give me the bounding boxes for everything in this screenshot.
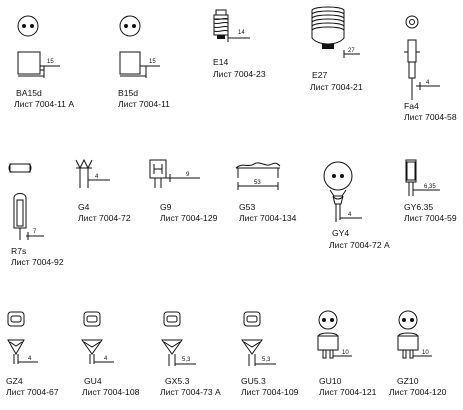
gu10-dim: 10 (342, 350, 349, 356)
e14-dim: 14 (238, 30, 245, 36)
b15d-dim: 15 (149, 59, 156, 65)
ba15d-drawing: 15 (17, 15, 60, 78)
r7s-dim: 7 (33, 229, 37, 235)
g4-drawing: 4 (75, 158, 110, 188)
e14-name: E14 (213, 57, 229, 67)
fa4-name: Fa4 (404, 101, 419, 111)
g53-drawing: 53 (235, 162, 281, 190)
gz4-sheet: Лист 7004-67 (6, 387, 59, 397)
g4-dim: 4 (95, 174, 99, 180)
gy635-drawing: 6,35 (405, 159, 440, 196)
gu4-dim: 4 (104, 356, 108, 362)
b15d-sheet: Лист 7004-11 (118, 99, 170, 109)
gz4-dim: 4 (28, 356, 32, 362)
e14-sheet: Лист 7004-23 (213, 69, 266, 79)
gu53-drawing: 5,3 (241, 311, 276, 366)
gu53-dim: 5,3 (262, 357, 271, 363)
gx53-drawing: 5,3 (161, 311, 196, 366)
r7s-drawing: 7 (8, 163, 44, 240)
g9-drawing: 9 (149, 159, 200, 188)
gz10-drawing: 10 (397, 310, 432, 359)
e27-name: E27 (312, 70, 328, 80)
fa4-drawing: 4 (404, 15, 440, 100)
gy635-dim: 6,35 (424, 184, 436, 190)
gu4-drawing: 4 (81, 311, 114, 364)
fa4-sheet: Лист 7004-58 (404, 112, 457, 122)
gu53-sheet: Лист 7004-109 (241, 387, 299, 397)
ba15d-sheet: Лист 7004-11 A (14, 99, 75, 109)
gz10-dim: 10 (422, 350, 429, 356)
gy4-dim: 4 (348, 212, 352, 218)
gu53-name: GU5.3 (241, 376, 266, 386)
gy4-drawing: 4 (323, 161, 362, 222)
e27-drawing: 27 (311, 6, 360, 58)
g9-sheet: Лист 7004-129 (160, 213, 218, 223)
e27-dim: 27 (348, 48, 355, 54)
g4-sheet: Лист 7004-72 (78, 213, 131, 223)
ba15d-dim: 15 (47, 59, 54, 65)
gy4-sheet: Лист 7004-72 A (329, 240, 390, 250)
gx53-sheet: Лист 7004-73 A (160, 387, 221, 397)
gu4-sheet: Лист 7004-108 (82, 387, 140, 397)
g53-sheet: Лист 7004-134 (239, 213, 297, 223)
ba15d-name: BA15d (16, 88, 42, 98)
g4-name: G4 (78, 202, 90, 212)
gu10-drawing: 10 (317, 310, 352, 359)
gz4-drawing: 4 (7, 311, 38, 364)
gu10-name: GU10 (319, 376, 342, 386)
gu10-sheet: Лист 7004-121 (319, 387, 377, 397)
e27-sheet: Лист 7004-21 (310, 82, 363, 92)
g9-dim: 9 (186, 172, 190, 178)
g53-dim: 53 (254, 180, 261, 186)
g53-name: G53 (239, 202, 256, 212)
fa4-dim: 4 (426, 80, 430, 86)
gz10-name: GZ10 (397, 376, 419, 386)
b15d-drawing: 15 (119, 15, 160, 78)
gz10-sheet: Лист 7004-120 (389, 387, 447, 397)
b15d-name: B15d (118, 88, 139, 98)
g9-name: G9 (160, 202, 172, 212)
gy4-name: GY4 (332, 228, 350, 238)
r7s-sheet: Лист 7004-92 (11, 257, 64, 267)
gz4-name: GZ4 (6, 376, 23, 386)
e14-drawing: 14 (213, 9, 250, 42)
gu4-name: GU4 (84, 376, 102, 386)
gy635-sheet: Лист 7004-59 (404, 213, 457, 223)
gy635-name: GY6.35 (404, 202, 434, 212)
gx53-dim: 5,3 (182, 357, 191, 363)
r7s-name: R7s (11, 246, 27, 256)
gx53-name: GX5.3 (165, 376, 190, 386)
